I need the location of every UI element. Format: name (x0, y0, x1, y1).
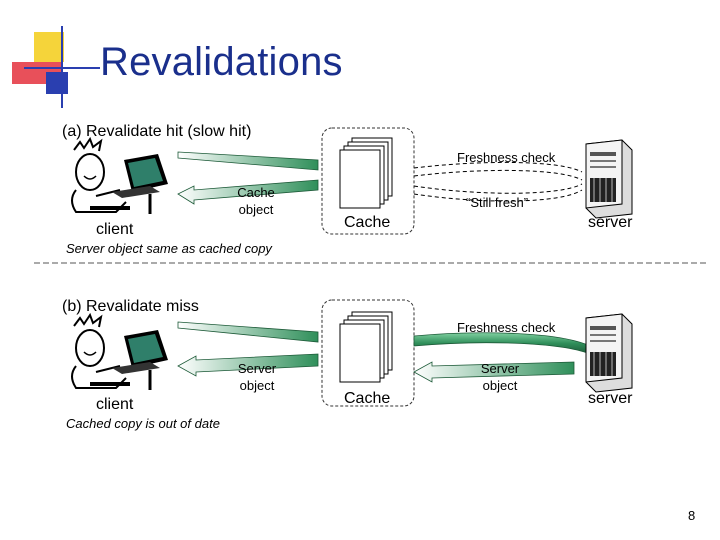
request-arrow-a (177, 151, 319, 171)
still-fresh-label-a: “Still fresh” (466, 195, 529, 210)
section-b-note: Cached copy is out of date (66, 416, 220, 431)
cache-object-label-a: Cache object (237, 185, 275, 217)
cache-pages-icon-a (339, 137, 393, 209)
freshness-check-label-b: Freshness check (457, 320, 556, 335)
server-tower-icon-a (585, 139, 633, 219)
page-title: Revalidations (100, 40, 343, 84)
cache-box-a (321, 127, 415, 235)
response-object-label-b: Server object (237, 361, 277, 393)
freshness-check-line-a (413, 161, 583, 173)
server-tower-icon-b (585, 313, 633, 393)
freshness-check-arrow-b (413, 332, 591, 355)
response-arrow-b (177, 353, 319, 377)
still-fresh-line-a (413, 183, 583, 194)
freshness-check-label-a: Freshness check (457, 150, 556, 165)
response-arrow-a (177, 179, 319, 205)
client-person-icon-a (71, 136, 130, 213)
client-label-a: client (96, 221, 134, 238)
cache-label-a: Cache (344, 214, 391, 231)
section-b-heading: (b) Revalidate miss (62, 298, 199, 315)
client-label-b: client (96, 396, 134, 413)
cache-label-b: Cache (344, 390, 391, 407)
slide-logo (12, 26, 100, 108)
cache-pages-icon-b (339, 311, 393, 383)
page-number: 8 (688, 508, 696, 523)
server-label-b: server (588, 390, 633, 407)
client-person-icon-b (71, 312, 130, 389)
server-label-a: server (588, 214, 633, 231)
request-arrow-b (177, 321, 319, 343)
server-object-label-b: Server object (480, 361, 520, 393)
section-a-note: Server object same as cached copy (66, 241, 272, 256)
server-object-arrow-b (413, 361, 575, 383)
cache-box-b (321, 299, 415, 407)
computer-monitor-icon-b (112, 330, 168, 390)
section-a-heading: (a) Revalidate hit (slow hit) (62, 123, 252, 140)
computer-monitor-icon-a (112, 154, 168, 214)
